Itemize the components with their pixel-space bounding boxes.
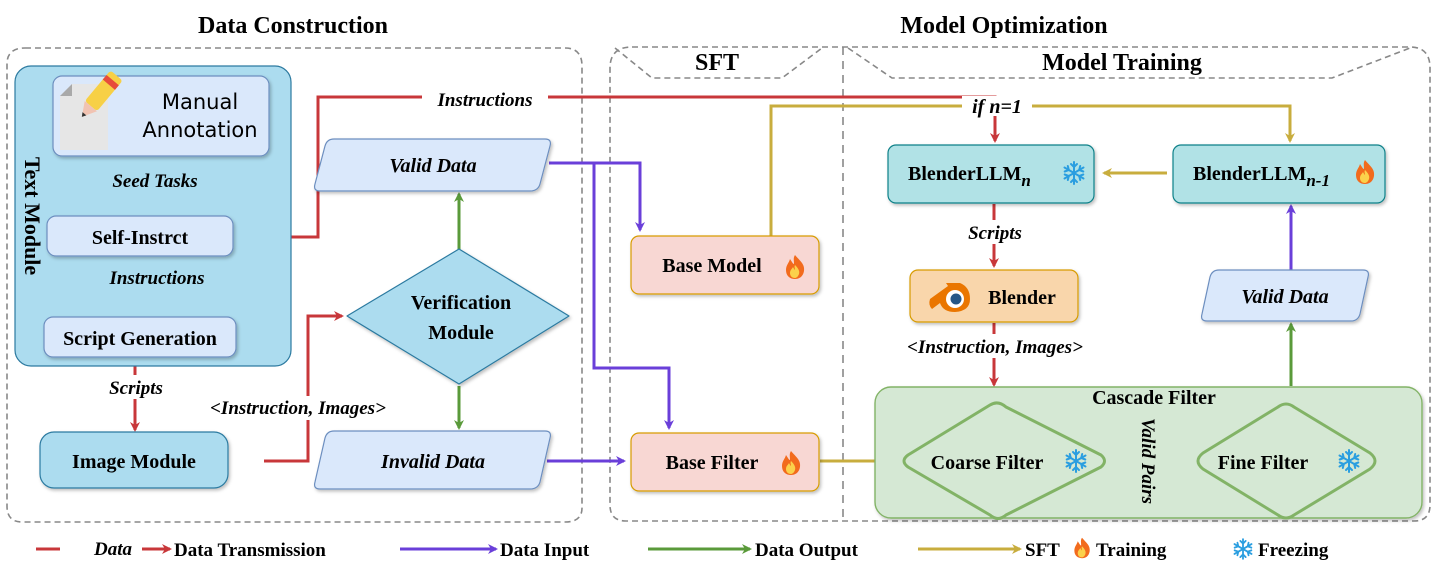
script-generation-label: Script Generation xyxy=(63,328,217,350)
scripts-mt-label-bg xyxy=(956,220,1032,244)
legend-freezing: Freezing xyxy=(1258,540,1329,561)
blender-llm-n-text: BlenderLLM xyxy=(908,163,1021,185)
title-model-training: Model Training xyxy=(1042,50,1202,76)
scripts-label-bg xyxy=(100,375,172,399)
manual-annotation-line2: Annotation xyxy=(142,118,257,142)
self-instruct-node[interactable] xyxy=(46,215,234,257)
title-model-optimization: Model Optimization xyxy=(900,13,1107,39)
instruction-images-label-bg xyxy=(198,396,398,420)
coarse-filter-label: Coarse Filter xyxy=(931,452,1044,474)
blender-llm-n-label: BlenderLLMn xyxy=(908,163,1031,190)
blender-label: Blender xyxy=(988,287,1056,309)
valid-data-right-label: Valid Data xyxy=(1241,286,1328,308)
scripts-label: Scripts xyxy=(109,378,163,399)
base-model-label: Base Model xyxy=(662,255,762,277)
frame-data-construction xyxy=(6,47,583,523)
fine-filter-label: Fine Filter xyxy=(1218,452,1309,474)
base-filter-node[interactable] xyxy=(630,432,820,492)
self-instruct-label: Self-Instrct xyxy=(92,227,189,249)
legend-data-word-bg xyxy=(60,538,142,560)
blender-llm-n1-label: BlenderLLMn-1 xyxy=(1193,163,1330,190)
if-n1-label: if n=1 xyxy=(972,96,1022,118)
valid-data-right-node[interactable] xyxy=(1200,269,1370,322)
mt-instruction-images-bg xyxy=(878,334,1114,358)
base-model-node[interactable] xyxy=(630,235,820,295)
blender-logo-icon xyxy=(929,283,970,312)
legend-data-transmission: Data Transmission xyxy=(174,540,326,561)
blender-llm-n1-node[interactable] xyxy=(1172,144,1386,204)
legend-sft: SFT xyxy=(1025,540,1060,561)
image-module-label: Image Module xyxy=(72,451,196,473)
title-sft: SFT xyxy=(695,50,739,76)
blender-llm-n1-subscript: n-1 xyxy=(1306,171,1330,190)
invalid-data-node[interactable] xyxy=(313,430,552,490)
if-n1-label-bg xyxy=(962,96,1032,116)
legend-fire-icon xyxy=(1074,537,1090,559)
seed-tasks-label: Seed Tasks xyxy=(112,171,197,192)
legend-training: Training xyxy=(1096,540,1167,561)
legend-data-word: Data xyxy=(93,539,133,560)
manual-annotation-line1: Manual xyxy=(162,90,238,114)
verification-line1: Verification xyxy=(411,292,511,314)
coarse-filter-node[interactable] xyxy=(902,401,1106,520)
seed-tasks-label-bg xyxy=(100,168,210,190)
verification-line2: Module xyxy=(428,322,494,344)
title-data-construction: Data Construction xyxy=(198,13,388,39)
mt-instruction-images-label: <Instruction, Images> xyxy=(907,337,1083,358)
valid-pairs-label-bg xyxy=(1136,412,1160,512)
script-generation-node[interactable] xyxy=(43,316,237,358)
blender-llm-n-subscript: n xyxy=(1021,171,1030,190)
text-module-label: Text Module xyxy=(20,157,45,276)
legend-data-input: Data Input xyxy=(500,540,590,561)
instructions-top-label-bg xyxy=(422,88,548,110)
fine-filter-node[interactable] xyxy=(1196,402,1377,520)
frame-model-optimization xyxy=(609,46,1431,522)
scripts-mt-label: Scripts xyxy=(968,223,1022,244)
tab-model-training xyxy=(847,47,1411,79)
verification-module-node[interactable] xyxy=(346,248,570,385)
valid-data-label: Valid Data xyxy=(389,155,476,177)
arrow-valid-to-base-model xyxy=(549,161,645,232)
arrow-valid-to-base-filter xyxy=(592,163,674,430)
cascade-filter-label: Cascade Filter xyxy=(1092,387,1216,409)
blender-llm-n1-text: BlenderLLM xyxy=(1193,163,1306,185)
legend: Data Data Transmission Data Input Data O… xyxy=(36,537,1329,561)
instructions-top-label: Instructions xyxy=(436,90,532,111)
pencil-document-icon xyxy=(60,71,122,150)
arrow-image-to-verification xyxy=(264,311,344,463)
image-module-node[interactable] xyxy=(39,431,229,489)
base-filter-label: Base Filter xyxy=(666,452,759,474)
legend-data-output: Data Output xyxy=(755,540,859,561)
tab-sft xyxy=(614,47,823,79)
legend-snowflake-icon xyxy=(1233,538,1253,560)
invalid-data-label: Invalid Data xyxy=(380,451,485,473)
valid-pairs-label: Valid Pairs xyxy=(1137,418,1158,504)
valid-data-node[interactable] xyxy=(313,138,552,192)
instruction-images-label: <Instruction, Images> xyxy=(210,398,386,419)
instructions-label-bg xyxy=(90,266,220,288)
instructions-label: Instructions xyxy=(108,268,204,289)
blender-llm-n-node[interactable] xyxy=(887,144,1095,204)
